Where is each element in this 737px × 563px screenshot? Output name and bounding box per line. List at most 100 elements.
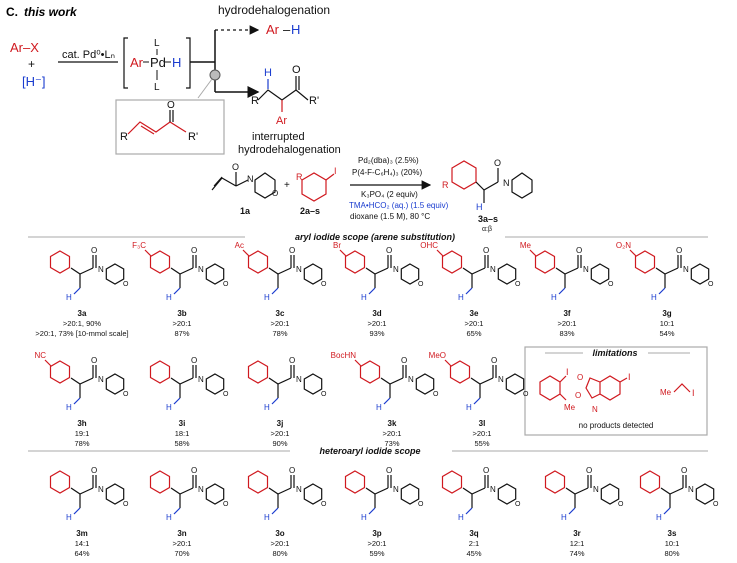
morpholine-ring — [400, 483, 420, 505]
svg-text:N: N — [503, 178, 510, 188]
product-r: R — [251, 95, 259, 107]
compound-ratio: >20:1 — [383, 429, 402, 438]
compound-id: 3k — [388, 419, 397, 428]
morpholine-o: O — [523, 391, 529, 398]
arene-ring — [639, 470, 661, 494]
amide-n: N — [393, 485, 399, 494]
compound-id: 3e — [470, 309, 479, 318]
amide-n: N — [688, 485, 694, 494]
svg-text:O: O — [494, 158, 501, 168]
limitations-box — [524, 346, 708, 436]
morpholine-ring — [303, 373, 323, 395]
arene-ring — [544, 470, 566, 494]
svg-text:Me: Me — [564, 403, 576, 412]
compound-id: 3f — [563, 309, 570, 318]
compound-ratio: >20:1, 90% — [63, 319, 101, 328]
compound-id: 3h — [77, 419, 86, 428]
hetero-scope-header: heteroaryl iodide scope — [319, 446, 420, 456]
amide-n: N — [98, 265, 104, 274]
compound-id: 3m — [76, 529, 88, 538]
product-rprime: R' — [309, 95, 319, 107]
compound-yield: 70% — [174, 549, 189, 558]
arene-ring — [247, 250, 269, 274]
compound-ratio: 19:1 — [75, 429, 90, 438]
substituent: NC — [34, 351, 46, 360]
arh-aryl: Ar — [266, 22, 280, 37]
limitations-note: no products detected — [579, 421, 654, 430]
amide-n: N — [296, 265, 302, 274]
arh-hydrogen: H — [291, 22, 300, 37]
hydride-h: H — [264, 403, 270, 412]
compound-id: 3g — [662, 309, 671, 318]
substituent: MeO — [429, 351, 446, 360]
amide-n: N — [98, 375, 104, 384]
svg-text:O: O — [232, 162, 239, 172]
compound-ratio: >20:1 — [465, 319, 484, 328]
sm-1a: O N O — [211, 162, 278, 199]
compound-id: 3r — [573, 529, 581, 538]
section-title: this work — [24, 5, 78, 19]
hydride-h: H — [66, 293, 72, 302]
pd-aryl: Ar — [130, 55, 144, 70]
compound-yield: 87% — [174, 329, 189, 338]
carbonyl-o: O — [289, 356, 295, 365]
compound-yield: 80% — [664, 549, 679, 558]
arene-ring — [359, 360, 381, 384]
arene-ring — [534, 250, 556, 274]
morpholine-ring — [105, 373, 125, 395]
product-label: 3a–s — [478, 214, 498, 224]
amide-n: N — [593, 485, 599, 494]
amide-n: N — [198, 265, 204, 274]
compound-id: 3j — [277, 419, 284, 428]
compound-yield: >20:1, 73% [10-mmol scale] — [35, 329, 128, 338]
amide-n: N — [498, 375, 504, 384]
svg-text:O: O — [272, 189, 278, 198]
hydride-h: H — [166, 513, 172, 522]
arene-ring — [441, 470, 463, 494]
hydride-h: H — [561, 513, 567, 522]
product-3: R O N H — [442, 158, 533, 212]
limitations-header: limitations — [592, 348, 637, 358]
hydride-h: H — [66, 403, 72, 412]
limitation-iodoethane: Me I — [660, 383, 695, 398]
amide-n: N — [490, 485, 496, 494]
pd-hydride: H — [172, 55, 181, 70]
morpholine-o: O — [433, 391, 439, 398]
svg-text:R: R — [442, 180, 449, 190]
arene-ring — [149, 250, 171, 274]
morpholine-o: O — [123, 501, 129, 508]
catalyst-label: cat. Pd⁰•Lₙ — [62, 49, 115, 61]
morpholine-o: O — [223, 281, 229, 288]
morpholine-ring — [400, 263, 420, 285]
scheme-plus: + — [284, 180, 290, 191]
product-ar: Ar — [276, 115, 287, 127]
carbonyl-o: O — [91, 356, 97, 365]
svg-text:–: – — [283, 22, 291, 37]
amide-n: N — [198, 485, 204, 494]
amide-n: N — [296, 485, 302, 494]
hydride-h: H — [361, 513, 367, 522]
compound-id: 3n — [177, 529, 186, 538]
morpholine-ring — [590, 263, 610, 285]
limitation-ortho-iodotoluene: I Me — [539, 367, 576, 412]
enone-o: O — [167, 100, 175, 111]
bracket-left — [123, 37, 128, 89]
compound-yield: 78% — [272, 329, 287, 338]
svg-text:I: I — [334, 166, 337, 176]
arene-ring — [149, 360, 171, 384]
aryl-row-2: HONONC3h19:178%HONO3i18:158%HONO3j>20:19… — [34, 351, 529, 448]
substituent: Br — [333, 241, 341, 250]
morpholine-o: O — [418, 501, 424, 508]
compound-ratio: 10:1 — [665, 539, 680, 548]
compound-yield: 74% — [569, 549, 584, 558]
arene-ring — [449, 360, 471, 384]
sm-2: I R — [296, 166, 337, 202]
morpholine-o: O — [123, 391, 129, 398]
compound-id: 3p — [372, 529, 381, 538]
hydride-h: H — [458, 293, 464, 302]
